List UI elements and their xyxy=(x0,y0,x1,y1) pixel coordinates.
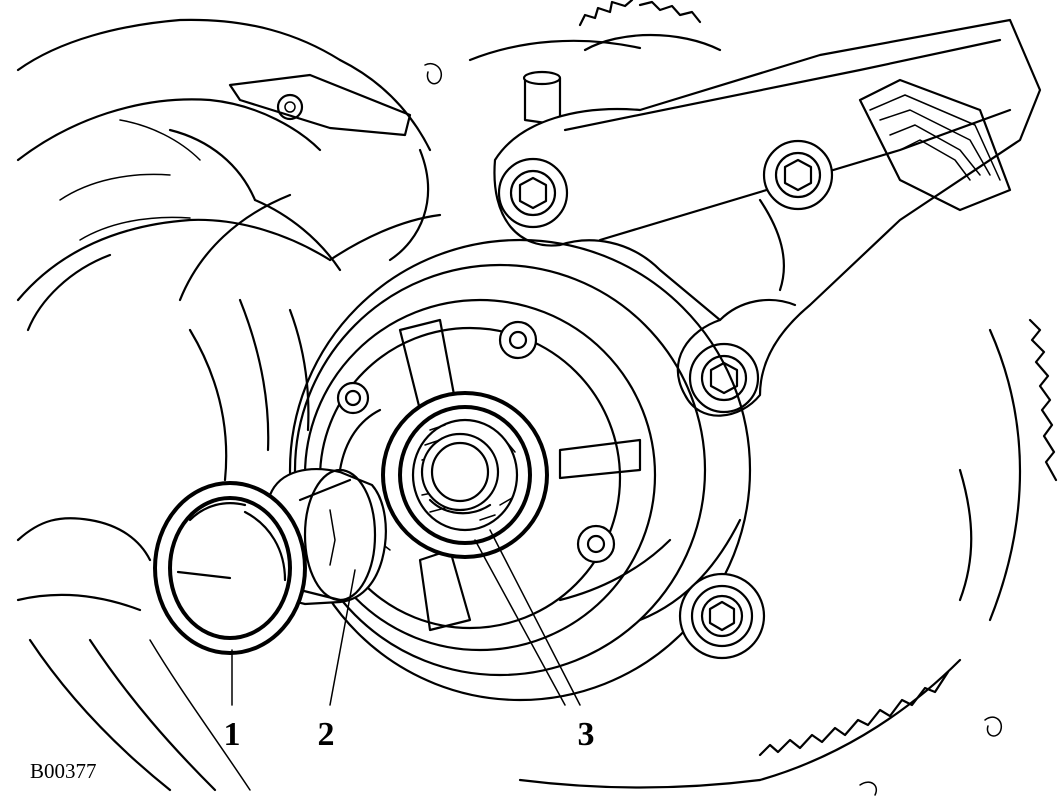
callout-1: 1 xyxy=(224,716,241,753)
part-3-seal xyxy=(381,391,549,559)
callout-3: 3 xyxy=(578,716,595,753)
figure-id: B00377 xyxy=(30,759,97,783)
support-arm xyxy=(493,18,1042,417)
lug-hole-top xyxy=(498,320,538,360)
hex-bolt-lower xyxy=(678,572,766,660)
hub-assembly xyxy=(288,238,752,702)
callout-2: 2 xyxy=(318,716,335,753)
callout-leaders xyxy=(231,529,581,706)
lug-hole-left xyxy=(336,381,370,415)
engine-casing xyxy=(16,0,1058,796)
part-1-ring xyxy=(153,481,307,655)
hex-bolt-upper-left xyxy=(497,157,569,229)
lug-hole-right xyxy=(576,524,616,564)
hex-bolt-upper-right xyxy=(762,139,834,211)
hex-bolt-middle-right xyxy=(688,342,760,414)
